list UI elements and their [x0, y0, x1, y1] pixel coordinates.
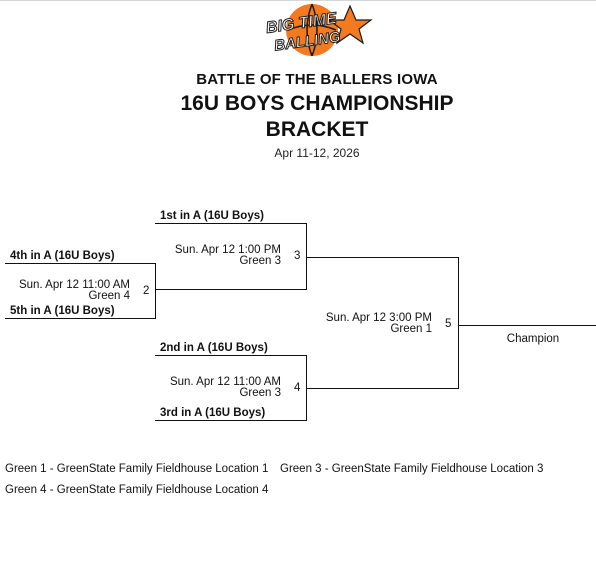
page-title: 16U BOYS CHAMPIONSHIP	[180, 92, 454, 115]
game5-number: 5	[445, 318, 452, 330]
team-slot-game3-top: 1st in A (16U Boys)	[160, 210, 264, 222]
court-legend-item: Green 1 - GreenState Family Fieldhouse L…	[5, 463, 269, 475]
big-time-balling-logo: BIG TIME BALLING	[264, 3, 373, 57]
game4-time: Sun. Apr 12 11:00 AM	[169, 376, 281, 388]
team-slot-game2-bottom: 5th in A (16U Boys)	[10, 305, 115, 317]
bracket-line	[458, 325, 596, 326]
star-icon	[327, 4, 373, 45]
court-legend-item: Green 4 - GreenState Family Fieldhouse L…	[5, 484, 269, 496]
bracket-line	[5, 263, 156, 264]
team-slot-game4-bottom: 3rd in A (16U Boys)	[160, 407, 266, 419]
bracket-line	[306, 223, 307, 290]
champion-label: Champion	[506, 333, 560, 345]
page-subtitle: BRACKET	[265, 118, 369, 141]
basketball-shape	[286, 4, 338, 56]
top-divider	[0, 0, 596, 1]
court-legend-item: Green 3 - GreenState Family Fieldhouse L…	[280, 463, 544, 475]
game2-time: Sun. Apr 12 11:00 AM	[18, 279, 130, 291]
game4-court: Green 3	[239, 387, 281, 399]
bracket-line	[306, 388, 458, 389]
bracket-line	[155, 223, 307, 224]
event-name: BATTLE OF THE BALLERS IOWA	[196, 71, 438, 88]
game5-time: Sun. Apr 12 3:00 PM	[325, 312, 432, 324]
bracket-line	[306, 257, 458, 258]
team-slot-game2-top: 4th in A (16U Boys)	[10, 250, 115, 262]
game3-number: 3	[294, 250, 301, 262]
bracket-line	[155, 420, 307, 421]
team-slot-game4-top: 2nd in A (16U Boys)	[160, 342, 268, 354]
game5-court: Green 1	[390, 323, 432, 335]
bracket-line	[155, 263, 156, 319]
game3-court: Green 3	[239, 255, 281, 267]
game3-time: Sun. Apr 12 1:00 PM	[174, 244, 281, 256]
bracket-line	[155, 289, 307, 290]
bracket-line	[5, 318, 156, 319]
game2-number: 2	[143, 285, 150, 297]
event-dates: Apr 11-12, 2026	[274, 146, 360, 160]
bracket-line	[155, 355, 307, 356]
game4-number: 4	[294, 382, 301, 394]
game2-court: Green 4	[88, 290, 130, 302]
bracket-line	[458, 257, 459, 389]
